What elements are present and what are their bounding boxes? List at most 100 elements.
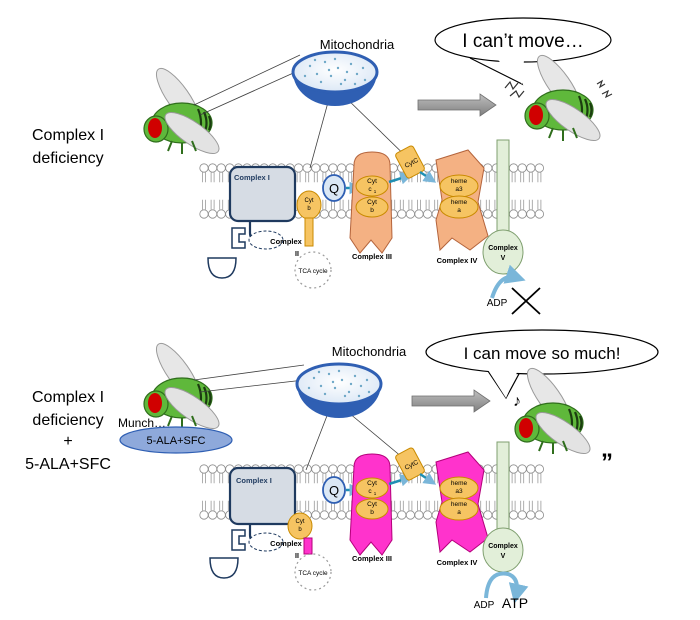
lipid-tail: [313, 172, 318, 183]
lipid-tail: [520, 199, 525, 210]
lipid-tail: [339, 199, 344, 210]
lipid-tail: [322, 199, 327, 210]
cyt-b-bottom-b: b: [370, 509, 374, 516]
lipid-tail: [537, 473, 542, 484]
lipid-head: [328, 163, 338, 173]
lipid-head: [405, 209, 415, 219]
lipid-tail: [219, 500, 224, 511]
lipid-tail: [202, 473, 206, 484]
mitochondria-icon: [291, 50, 379, 108]
lipid-tail: [511, 199, 516, 210]
lipid-head: [483, 464, 493, 474]
tca-cycle-bottom-label: TCA cycle: [298, 570, 328, 577]
complex-ii-label: Complex: [270, 237, 303, 246]
condition2-title-line4: 5-ALA+SFC: [25, 456, 111, 473]
lipid-tail: [202, 172, 206, 183]
lipid-tail: [305, 473, 310, 484]
lipid-tail: [339, 500, 344, 511]
lipid-tail: [485, 199, 490, 210]
lipid-head: [422, 510, 433, 520]
lipid-head: [199, 163, 209, 173]
condition2-title-line3: +: [63, 433, 72, 450]
lipid-head: [534, 510, 545, 520]
lipid-head: [508, 163, 519, 173]
lipid-tail: [425, 500, 430, 511]
lipid-tail: [434, 199, 439, 210]
lipid-tail: [528, 473, 533, 484]
cyt-c1-bottom-a: Cyt: [367, 480, 377, 487]
lipid-tail: [434, 473, 439, 484]
speech-text: I can’t move…: [462, 31, 583, 52]
heme-a3-label-b: a3: [455, 186, 463, 193]
lipid-head: [345, 464, 355, 474]
lipid-head: [311, 163, 321, 173]
fly-happy-icon: [513, 361, 597, 462]
complex-ii-bottom: Cyt b Complex II TCA cycle: [270, 512, 332, 591]
blocked-x-icon: [511, 287, 541, 315]
lipid-tail: [408, 199, 413, 210]
complex-ii-b-label: b: [307, 206, 311, 212]
lipid-head: [483, 163, 493, 173]
lipid-tail: [520, 473, 525, 484]
lipid-head: [534, 464, 545, 474]
condition2-title-line2: deficiency: [32, 412, 103, 429]
complex-iii-bottom-label: Complex III: [352, 554, 392, 563]
complex-i: Complex I: [207, 165, 297, 279]
lipid-tail: [528, 199, 533, 210]
lipid-tail: [399, 500, 404, 511]
lipid-head: [328, 464, 338, 474]
cyt-c1-label-b: c: [368, 186, 372, 193]
lipid-head: [319, 163, 329, 173]
lipid-head: [397, 209, 407, 219]
heme-a3-label-a: heme: [451, 178, 468, 185]
lipid-head: [319, 464, 329, 474]
lipid-head: [517, 209, 527, 219]
lipid-head: [293, 464, 304, 474]
speech-bubble: I can’t move…: [434, 17, 612, 86]
lipid-head: [336, 510, 347, 520]
lipid-tail: [417, 199, 421, 210]
lipid-head: [508, 510, 519, 520]
lipid-head: [199, 209, 209, 219]
lipid-tail: [322, 500, 327, 511]
q-label: Q: [329, 181, 339, 196]
complex-ii-cyt-label: Cyt: [305, 198, 314, 204]
lipid-head: [319, 209, 329, 219]
lipid-head: [216, 163, 226, 173]
lipid-tail: [511, 473, 516, 484]
condition-title-line2: deficiency: [32, 150, 103, 167]
ubiquinone-q-bottom: Q: [322, 476, 362, 504]
lipid-tail: [511, 172, 516, 183]
lipid-head: [328, 209, 338, 219]
music-note-icon: ♪: [513, 393, 521, 410]
bottom-panel: Complex I deficiency + 5-ALA+SFC Munch… …: [25, 329, 659, 611]
lipid-head: [414, 510, 424, 520]
cyt-c1-label-a: Cyt: [367, 178, 377, 185]
cyt-b-label-a: Cyt: [367, 199, 377, 206]
complex-ii-bottom-label: Complex: [270, 539, 303, 548]
ubiquinone-q: Q: [322, 174, 362, 202]
lipid-tail: [202, 199, 206, 210]
lipid-tail: [425, 199, 430, 210]
lipid-head: [414, 209, 424, 219]
lipid-tail: [485, 473, 490, 484]
cyt-c1-sub: 1: [374, 189, 377, 194]
cyt-c1-bottom-b: c: [368, 488, 372, 495]
complex-v-label: Complex: [488, 245, 518, 252]
complex-v-bottom: Complex V ADP ATP: [474, 441, 529, 611]
complex-v-bottom-label: Complex: [488, 543, 518, 550]
lipid-tail: [511, 500, 516, 511]
lipid-head: [199, 510, 209, 520]
complex-ii-number: II: [295, 251, 299, 258]
lipid-head: [483, 510, 493, 520]
q-bottom-label: Q: [329, 483, 339, 498]
complex-iv-label: Complex IV: [437, 256, 478, 265]
supplement-pill-label: 5-ALA+SFC: [147, 435, 206, 447]
lipid-tail: [296, 172, 301, 183]
lipid-head: [216, 464, 226, 474]
complex-v-bottom-number: V: [501, 553, 506, 560]
lipid-head: [517, 464, 527, 474]
complex-iii: Cyt c 1 Cyt b Complex III: [349, 151, 413, 261]
lipid-tail: [537, 199, 542, 210]
